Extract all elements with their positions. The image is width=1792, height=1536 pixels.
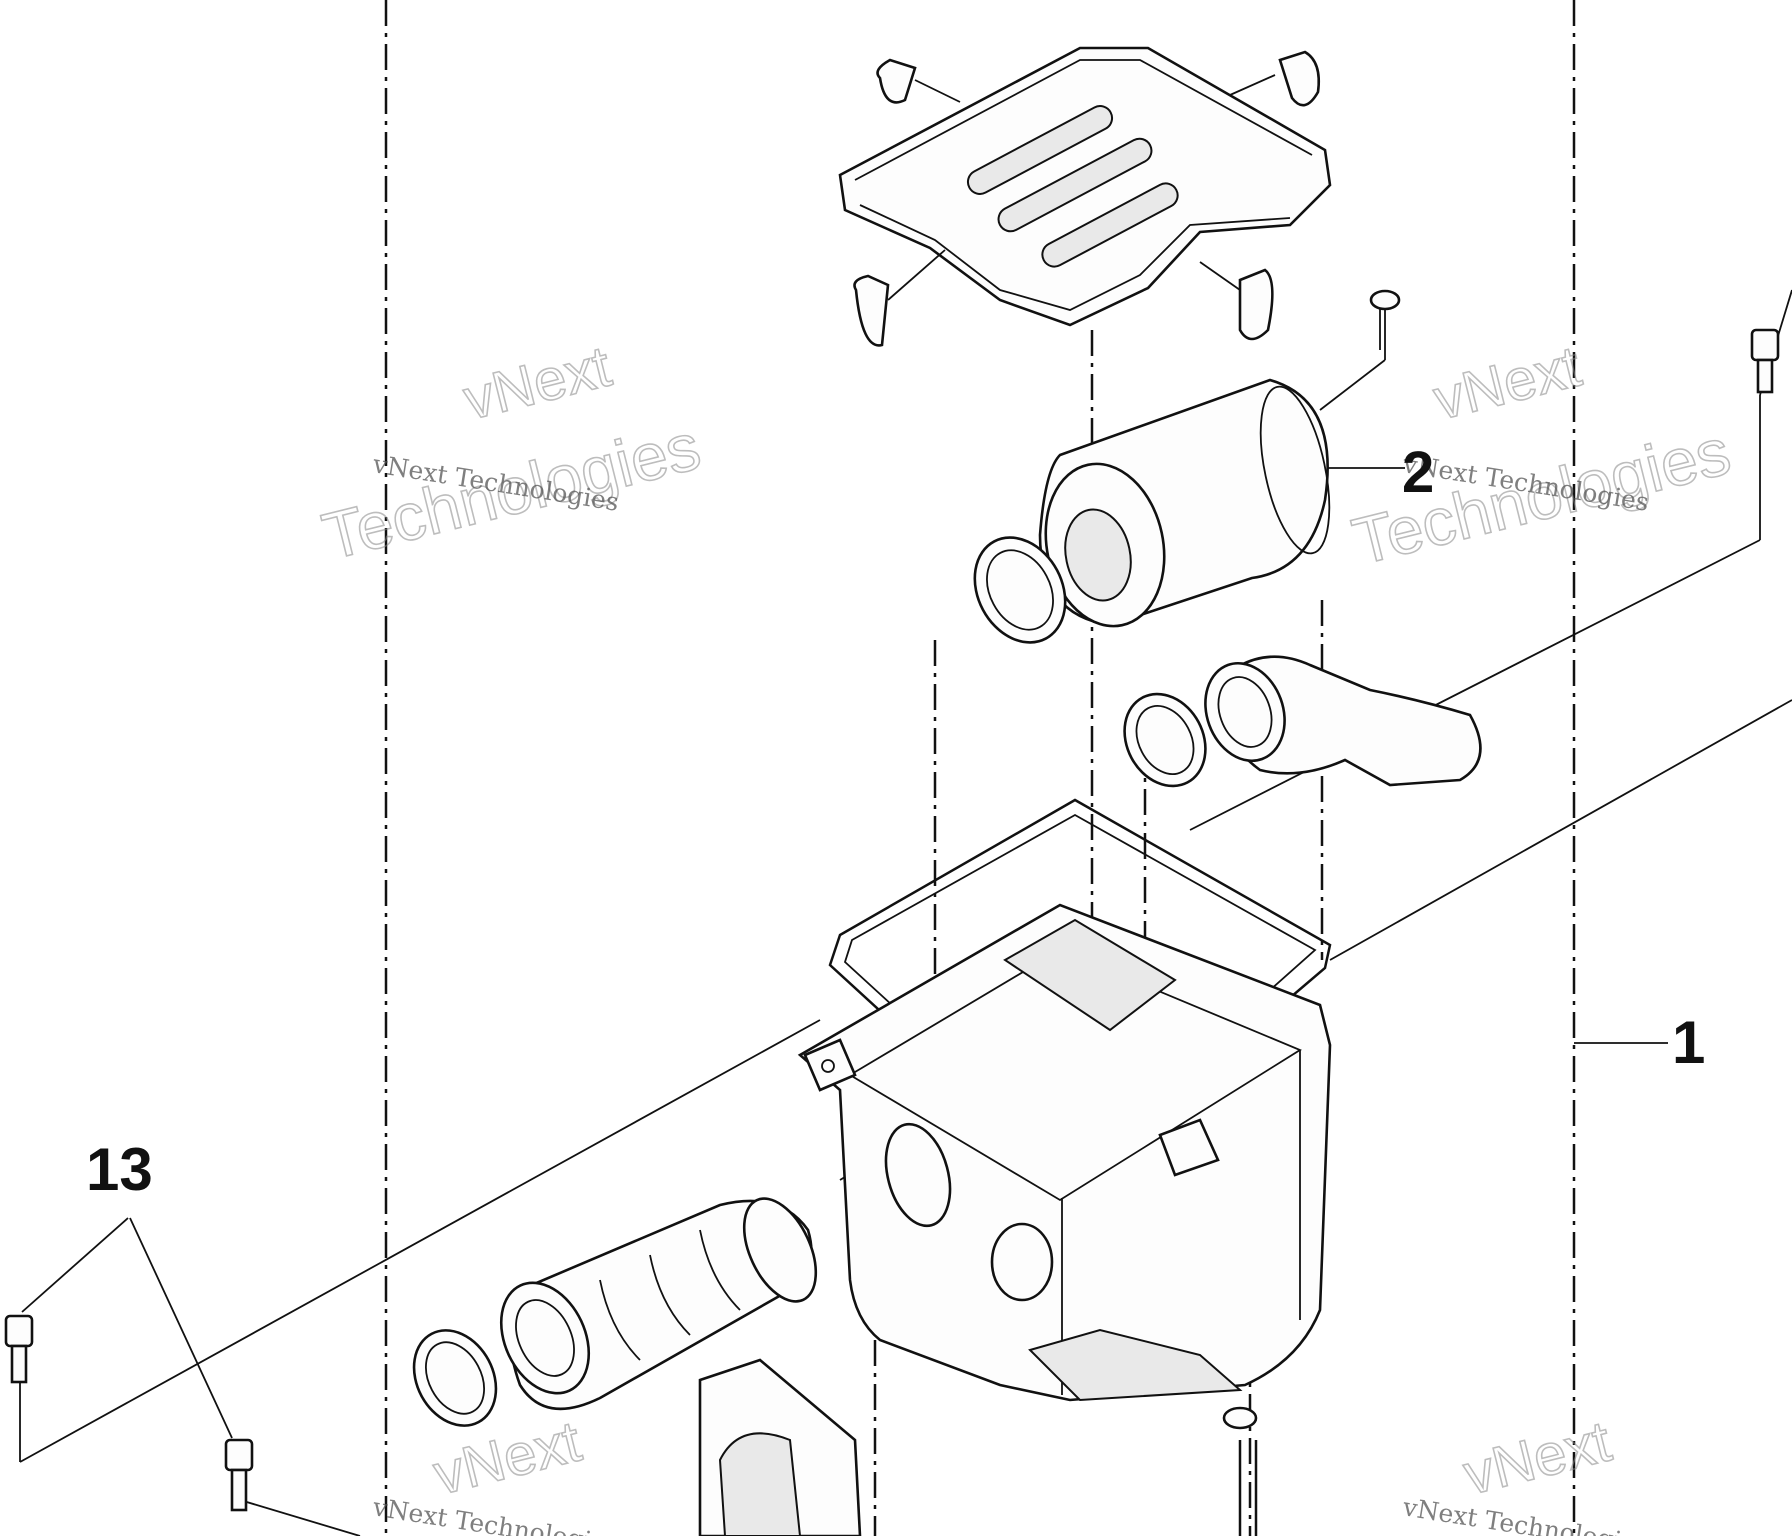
hose-clamps: [412, 536, 1207, 1427]
airbox-body: [797, 903, 1332, 1402]
callout-2: 2: [1402, 440, 1434, 505]
watermark-vnext-2: vNext: [1427, 334, 1587, 433]
drain-assembly: [698, 1358, 1258, 1536]
intake-elbow: [1204, 655, 1482, 787]
watermark-small-4: vNext Technologies: [1400, 1492, 1651, 1536]
callouts: 1 2 13: [86, 440, 1705, 1203]
airbox-lid: [838, 46, 1332, 327]
screw-bottom: [224, 1438, 254, 1472]
watermark-vnext-4: vNext: [1457, 1409, 1617, 1508]
lid-clips: [853, 50, 1320, 347]
filter-element: [1038, 289, 1401, 628]
watermark-vnext-1: vNext: [457, 334, 617, 433]
screws: [4, 328, 1780, 1512]
assembly-boundary: [384, 0, 1576, 1536]
callout-13: 13: [86, 1136, 153, 1203]
callout-1: 1: [1672, 1009, 1705, 1076]
outlet-boot: [499, 1197, 818, 1411]
screw-right: [1750, 328, 1780, 362]
screw-left: [4, 1314, 34, 1348]
watermark-small-3: vNext Technologies: [370, 1492, 621, 1536]
